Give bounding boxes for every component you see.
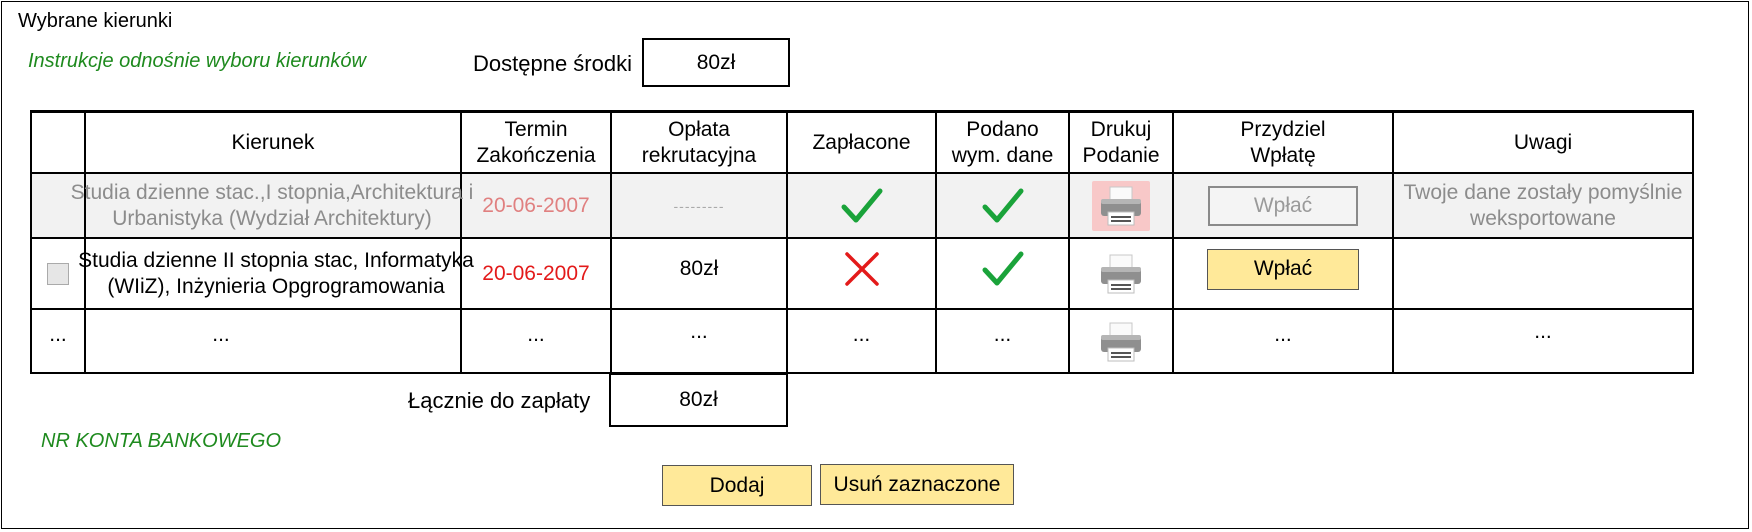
col-divider [1172,113,1174,373]
col-divider [84,113,86,373]
header-drukuj: Drukuj Podanie [1082,117,1160,167]
header-divider [32,172,1692,174]
row-2-termin: 20-06-2007 [482,261,590,285]
row-2-przydziel: Wpłać [1174,239,1392,299]
bank-account-label: NR KONTA BANKOWEGO [41,430,282,452]
col-divider [460,113,462,373]
pay-button[interactable]: Wpłać [1207,248,1359,290]
row-3-podano: ... [993,323,1012,346]
header-zaplacone: Zapłacone [812,130,911,154]
window-title: Wybrane kierunki [18,10,173,32]
remove-selected-button[interactable]: Usuń zaznaczone [820,464,1014,505]
row-divider [32,308,1692,310]
row-3-drukuj [1070,310,1172,373]
row-3-zaplacone: ... [852,323,871,346]
header-uwagi: Uwagi [1513,130,1573,154]
row-1-uwagi: Twoje dane zostały pomyślnie weksportowa… [1403,180,1683,230]
check-icon [982,251,1023,286]
header-oplata: Opłata rekrutacyjna [641,117,757,167]
row-2-uwagi [1394,239,1692,308]
available-funds-value: 80zł [642,38,790,87]
row-2-podano [937,239,1068,299]
row-1-termin: 20-06-2007 [482,193,590,217]
row-3-uwagi: ... [1534,320,1552,343]
col-divider [610,113,612,373]
instructions-link[interactable]: Instrukcje odnośnie wyboru kierunków [28,50,366,72]
available-funds-label: Dostępne środki [473,51,632,76]
col-divider [786,113,788,373]
row-3-select: ... [49,323,67,346]
row-1-drukuj [1070,174,1172,237]
total-value: 80zł [609,373,788,427]
row-2-select [32,239,84,308]
total-label: Łącznie do zapłaty [408,388,591,413]
courses-table: Kierunek Termin Zakończenia Opłata rekru… [30,110,1694,374]
col-divider [935,113,937,373]
header-podano: Podano wym. dane [951,117,1054,167]
printer-icon [1101,254,1141,293]
header-termin: Termin Zakończenia [476,117,596,167]
pay-button-disabled[interactable]: Wpłać [1208,185,1358,226]
printer-icon [1101,322,1141,361]
row-2-zaplacone [788,239,935,299]
printer-icon [1101,186,1141,225]
print-button[interactable] [1092,317,1150,367]
check-icon [982,188,1023,222]
row-3-kierunek: ... [212,323,230,346]
row-3-oplata: ... [690,320,708,343]
print-button[interactable] [1092,249,1150,299]
col-divider [1392,113,1394,373]
row-divider [32,237,1692,239]
row-1-oplata: --------- [673,197,725,214]
print-button[interactable] [1092,180,1150,231]
row-3-przydziel: ... [1274,323,1292,346]
row-2-kierunek: Studia dzienne II stopnia stac, Informat… [78,248,474,298]
row-2-oplata: 80zł [679,257,719,280]
col-divider [1068,113,1070,373]
add-button[interactable]: Dodaj [662,465,812,506]
row-1-przydziel: Wpłać [1174,174,1392,237]
row-2-drukuj [1070,239,1172,308]
row-1-zaplacone [788,174,935,237]
cross-icon [844,252,879,286]
row-3-termin: ... [527,323,545,346]
header-kierunek: Kierunek [231,130,315,154]
row-1-podano [937,174,1068,237]
row-2-checkbox[interactable] [47,262,69,285]
header-przydziel: Przydziel Wpłatę [1240,117,1326,167]
row-1-background [32,174,1692,237]
row-1-kierunek: Studia dzienne stac.,I stopnia,Architekt… [70,180,474,230]
check-icon [841,188,882,222]
